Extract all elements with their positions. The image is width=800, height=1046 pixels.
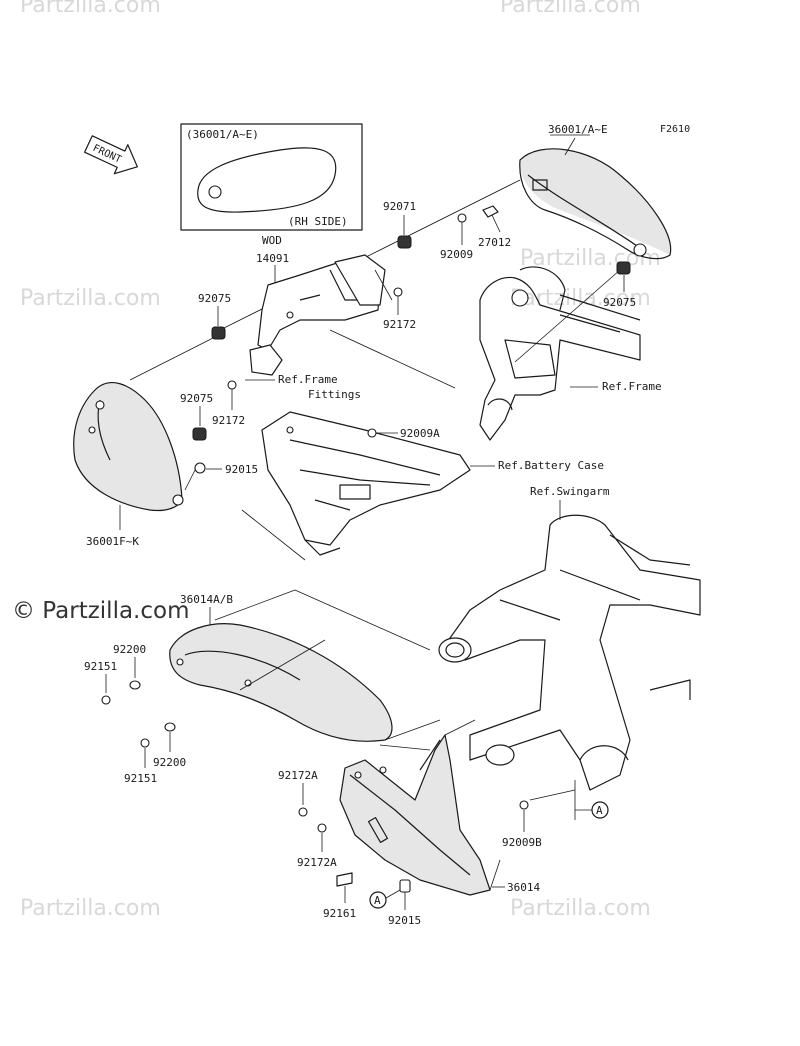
rh-side-inset: (36001/A~E) (RH SIDE) bbox=[180, 123, 363, 231]
label-14091: 14091 bbox=[256, 252, 289, 265]
label-92200-upper: 92200 bbox=[113, 643, 146, 656]
washer-92200-upper bbox=[129, 680, 141, 690]
label-92151-lower: 92151 bbox=[124, 772, 157, 785]
lower-cover-36014 bbox=[339, 734, 491, 896]
bolt-92172a-upper bbox=[298, 807, 308, 817]
left-side-cover bbox=[73, 381, 184, 512]
bolt-92151-upper bbox=[101, 695, 111, 705]
watermark-dark-text: © Partzilla.com bbox=[12, 598, 190, 624]
battery-case bbox=[261, 411, 471, 556]
collar-92015-lower bbox=[399, 879, 411, 893]
marker-a-lower-label: A bbox=[374, 894, 381, 907]
pad-92161 bbox=[336, 872, 353, 887]
washer-92200-lower bbox=[164, 722, 176, 732]
grommet-92071 bbox=[397, 235, 412, 249]
label-92172a-upper: 92172A bbox=[278, 769, 318, 782]
label-36014: 36014 bbox=[507, 881, 540, 894]
belt-guard-36014ab bbox=[169, 623, 393, 742]
label-92200-lower: 92200 bbox=[153, 756, 186, 769]
bolt-92172a-lower bbox=[317, 823, 327, 833]
marker-a-right-label: A bbox=[596, 804, 603, 817]
label-92071: 92071 bbox=[383, 200, 416, 213]
label-92161: 92161 bbox=[323, 907, 356, 920]
label-ref-battery-case: Ref.Battery Case bbox=[498, 459, 604, 472]
grommet-92075-mid bbox=[192, 427, 207, 441]
watermark-text: Partzilla.com bbox=[510, 286, 651, 311]
label-ref-swingarm: Ref.Swingarm bbox=[530, 485, 610, 498]
watermark-text: Partzilla.com bbox=[20, 0, 161, 18]
label-92015-upper: 92015 bbox=[225, 463, 258, 476]
label-92075-mid: 92075 bbox=[180, 392, 213, 405]
label-92009: 92009 bbox=[440, 248, 473, 261]
inset-part-label: (36001/A~E) bbox=[186, 128, 259, 141]
label-wod: WOD bbox=[262, 234, 282, 247]
watermark-text: Partzilla.com bbox=[500, 0, 641, 18]
label-36001fk: 36001F~K bbox=[86, 535, 139, 548]
label-36001ae: 36001/A~E bbox=[548, 123, 608, 136]
label-92075-right: 92075 bbox=[603, 296, 636, 309]
label-92015-lower: 92015 bbox=[388, 914, 421, 927]
label-ref-frame: Ref.Frame bbox=[602, 380, 662, 393]
inset-side-label: (RH SIDE) bbox=[288, 215, 348, 228]
label-27012: 27012 bbox=[478, 236, 511, 249]
label-ref-frame-fittings-1: Ref.Frame bbox=[278, 373, 338, 386]
figure-code: F2610 bbox=[660, 124, 690, 135]
label-92172a-lower: 92172A bbox=[297, 856, 337, 869]
label-ref-frame-fittings-2: Fittings bbox=[308, 388, 361, 401]
bolt-92009b bbox=[519, 800, 529, 810]
watermark-text: Partzilla.com bbox=[510, 896, 651, 921]
label-92172-lower: 92172 bbox=[212, 414, 245, 427]
frame-section bbox=[479, 266, 641, 441]
watermarks: Partzilla.com Partzilla.com Partzilla.co… bbox=[12, 0, 661, 921]
swingarm bbox=[438, 514, 701, 791]
watermark-text: Partzilla.com bbox=[20, 896, 161, 921]
marker-a-lower: A bbox=[369, 891, 387, 909]
watermark-text: Partzilla.com bbox=[20, 286, 161, 311]
label-92009a: 92009A bbox=[400, 427, 440, 440]
marker-a-right: A bbox=[591, 801, 609, 819]
label-92151-upper: 92151 bbox=[84, 660, 117, 673]
grommet-92075-left bbox=[211, 326, 226, 340]
bolt-92151-lower bbox=[140, 738, 150, 748]
label-36014ab: 36014A/B bbox=[180, 593, 233, 606]
right-side-cover bbox=[519, 148, 672, 260]
grommet-92075-right bbox=[616, 261, 631, 275]
label-92172-upper: 92172 bbox=[383, 318, 416, 331]
label-92075-left: 92075 bbox=[198, 292, 231, 305]
label-92009b: 92009B bbox=[502, 836, 542, 849]
front-arrow-icon: FRONT bbox=[84, 135, 138, 175]
